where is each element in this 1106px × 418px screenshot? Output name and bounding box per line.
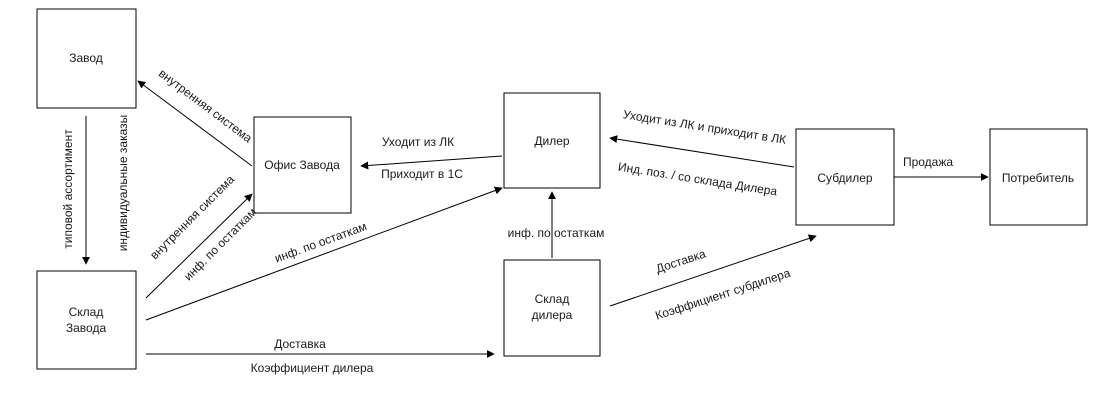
node-factory-warehouse[interactable]: Склад Завода	[36, 270, 137, 370]
node-factory-office-label: Офис Завода	[264, 158, 340, 172]
node-consumer-label: Потребитель	[1002, 171, 1074, 185]
edge-office-to-factory	[137, 80, 253, 167]
label-delivery-dealer: Доставка	[274, 337, 326, 351]
label-stock-info-dealer-warehouse: инф. по остаткам	[508, 226, 605, 240]
label-subdealer-coefficient: Коэффициент субдилера	[653, 266, 792, 323]
edge-subdealer-to-dealer	[609, 135, 795, 168]
node-factory-warehouse-line1: Склад	[69, 305, 104, 319]
label-dealer-coefficient: Коэффициент дилера	[251, 361, 374, 375]
label-item-from-dealer-warehouse: Инд. поз. / со склада Дилера	[617, 160, 778, 199]
node-factory-office[interactable]: Офис Завода	[253, 116, 352, 214]
edge-warehouse-to-office	[145, 193, 253, 299]
node-factory-warehouse-line2: Завода	[66, 321, 107, 335]
node-factory[interactable]: Завод	[36, 8, 137, 109]
node-consumer[interactable]: Потребитель	[989, 128, 1088, 226]
node-factory-label: Завод	[69, 51, 103, 65]
label-typical-assortment: типовой ассортимент	[61, 129, 75, 249]
label-delivery-subdealer: Доставка	[654, 246, 708, 275]
edge-dealer-to-office	[360, 155, 503, 170]
node-subdealer-label: Субдилер	[817, 171, 873, 185]
label-leaves-lk: Уходит из ЛК	[382, 135, 454, 149]
node-subdealer[interactable]: Субдилер	[795, 128, 895, 226]
label-arrives-1c: Приходит в 1С	[381, 167, 463, 181]
node-dealer-label: Дилер	[534, 134, 570, 148]
node-dealer-warehouse-line1: Склад	[535, 292, 570, 306]
label-sale: Продажа	[903, 155, 953, 169]
node-dealer[interactable]: Дилер	[503, 92, 601, 189]
label-individual-orders: индивидуальные заказы	[116, 115, 130, 252]
label-stock-info-dealer: инф. по остаткам	[273, 219, 369, 265]
label-leaves-lk-arrives-lk: Уходит из ЛК и приходит в ЛК	[622, 107, 787, 147]
edge-warehouse-to-dealer	[145, 186, 503, 321]
node-dealer-warehouse[interactable]: Склад дилера	[503, 259, 601, 357]
node-dealer-warehouse-line2: дилера	[532, 308, 573, 322]
edge-dealer-warehouse-to-subdealer	[609, 234, 817, 307]
